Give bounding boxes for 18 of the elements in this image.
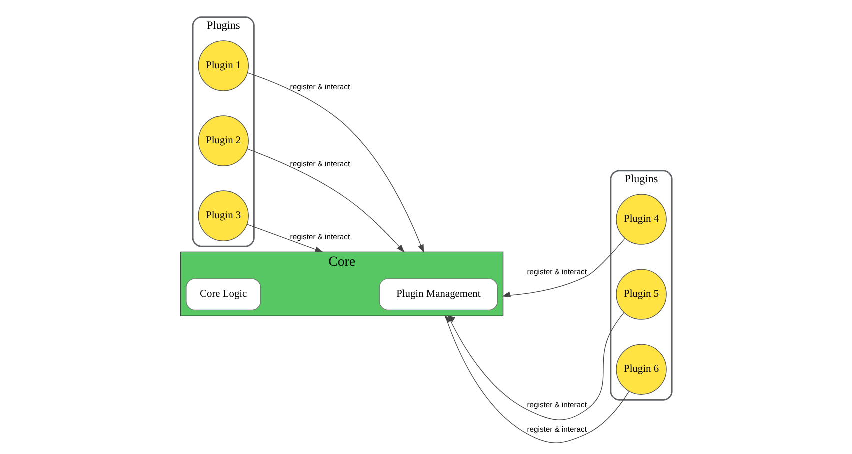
node-circle: Plugin 5 bbox=[616, 268, 666, 320]
node-circle: Plugin 1 bbox=[198, 40, 248, 91]
arrow bbox=[246, 224, 324, 252]
node-circle: Plugin 6 bbox=[616, 344, 666, 394]
edge-label: register & interact bbox=[290, 82, 350, 91]
node-circle: Plugin 3 bbox=[198, 190, 248, 241]
edge-label: register & interact bbox=[526, 424, 587, 434]
node-box: Core Logic bbox=[186, 278, 261, 310]
arrow bbox=[246, 148, 404, 252]
edge-label: register & interact bbox=[526, 400, 587, 410]
node-circle: Plugin 4 bbox=[616, 194, 666, 244]
arrow bbox=[246, 72, 424, 253]
edge-label: register & interact bbox=[290, 159, 350, 168]
edge-label: register & interact bbox=[290, 232, 350, 242]
node-circle: Plugin 2 bbox=[198, 115, 248, 166]
edge-label: register & interact bbox=[526, 266, 587, 276]
arrow bbox=[502, 238, 625, 297]
node-box: Plugin Management bbox=[378, 278, 498, 310]
